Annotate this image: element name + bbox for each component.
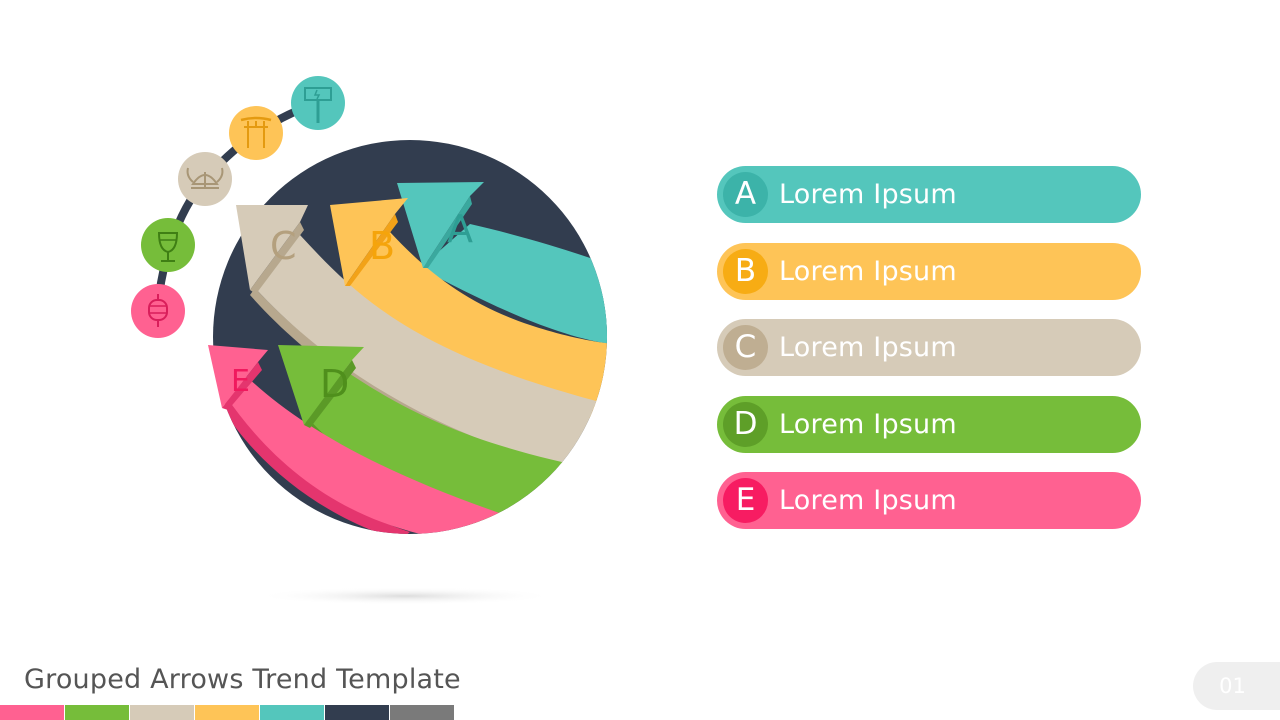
arrow-band-a — [420, 224, 607, 345]
arrow-letter-a: A — [447, 207, 473, 251]
legend-text-c: Lorem Ipsum — [779, 332, 957, 363]
color-swatch-green — [65, 705, 129, 720]
legend-item-c: C Lorem Ipsum — [717, 319, 1141, 376]
arrow-head-e-shadow — [222, 362, 262, 410]
legend-text-b: Lorem Ipsum — [779, 256, 957, 287]
arrow-head-a-shadow — [423, 196, 472, 268]
arrow-head-d-shadow — [304, 360, 356, 428]
legend-item-b: B Lorem Ipsum — [717, 243, 1141, 300]
color-swatch-beige — [130, 705, 194, 720]
hammer-icon — [291, 76, 345, 130]
color-swatch-teal — [260, 705, 324, 720]
arrow-head-b-shadow — [345, 214, 398, 286]
color-swatch-yellow — [195, 705, 259, 720]
globe-shadow — [255, 587, 555, 605]
legend-text-d: Lorem Ipsum — [779, 409, 957, 440]
color-swatch-gray — [390, 705, 454, 720]
legend-text-a: Lorem Ipsum — [779, 179, 957, 210]
color-swatch-navy — [325, 705, 389, 720]
arrow-head-b — [330, 198, 408, 286]
arrow-letter-c: C — [270, 224, 297, 268]
slide-title: Grouped Arrows Trend Template — [24, 664, 461, 695]
legend-item-e: E Lorem Ipsum — [717, 472, 1141, 529]
legend-badge-a: A — [723, 172, 768, 217]
arrow-head-a — [397, 182, 484, 268]
arrow-band-e — [225, 370, 520, 534]
legend-item-d: D Lorem Ipsum — [717, 396, 1141, 453]
legend-badge-b: B — [723, 249, 768, 294]
legend-item-a: A Lorem Ipsum — [717, 166, 1141, 223]
arrow-band-c — [255, 235, 607, 480]
legend-badge-d: D — [723, 402, 768, 447]
arrow-band-b — [350, 232, 607, 412]
arrow-head-e — [208, 345, 268, 408]
arrow-head-d — [278, 345, 364, 425]
page-number: 01 — [1193, 662, 1280, 710]
arrow-letter-d: D — [320, 362, 349, 406]
arrow-head-c — [236, 205, 308, 290]
lantern-icon — [131, 284, 185, 338]
arrow-band-d — [305, 360, 600, 530]
arrow-band-e-shadow — [220, 395, 410, 534]
torii-gate-icon — [229, 106, 283, 160]
legend-badge-e: E — [723, 478, 768, 523]
wine-glass-icon — [141, 218, 195, 272]
legend-badge-c: C — [723, 325, 768, 370]
legend-text-e: Lorem Ipsum — [779, 485, 957, 516]
color-swatch-pink — [0, 705, 64, 720]
arrow-letter-b: B — [369, 224, 395, 268]
arrow-head-c-shadow — [250, 222, 304, 294]
footer-color-bar — [0, 705, 455, 720]
viking-helmet-icon — [178, 152, 232, 206]
arrow-letter-e: E — [231, 364, 250, 399]
